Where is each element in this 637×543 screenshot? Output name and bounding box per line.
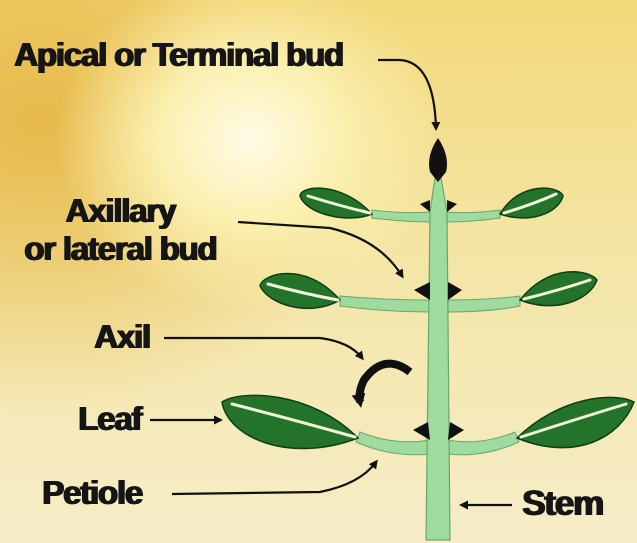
- petiole-middle-right: [448, 296, 520, 312]
- petiole-label: Petiole: [42, 474, 142, 512]
- leaf-label: Leaf: [78, 400, 141, 438]
- apical-bud: [429, 138, 447, 182]
- stem: [426, 178, 450, 540]
- axillary-bud-upper-left: [420, 200, 430, 212]
- axil-arrow: [164, 338, 362, 358]
- axillary-bud-middle-left: [414, 282, 430, 300]
- petiole-lower-left: [356, 432, 430, 455]
- leaf-lower-left: [222, 395, 358, 448]
- axil-label: Axil: [94, 318, 150, 356]
- axillary-bud-lower-right: [448, 422, 464, 440]
- leaf-lower-right: [517, 397, 634, 447]
- petiole-upper-right: [446, 210, 500, 222]
- apical-bud-arrow: [378, 60, 436, 128]
- apical-bud-label: Apical or Terminal bud: [14, 36, 343, 74]
- axillary-bud-arrow: [238, 222, 402, 276]
- axillary-bud-middle-right: [448, 282, 462, 300]
- petiole-arrow: [172, 462, 376, 494]
- petiole-lower-right: [448, 432, 519, 455]
- axillary-bud-lower-left: [413, 422, 430, 440]
- axil-curved-arrow: [360, 364, 411, 402]
- axillary-bud-upper-right: [447, 200, 457, 212]
- petiole-upper-left: [372, 210, 430, 222]
- axillary-bud-label: Axillary or lateral bud: [24, 192, 216, 268]
- stem-label: Stem: [522, 484, 603, 524]
- petiole-middle-left: [340, 296, 430, 312]
